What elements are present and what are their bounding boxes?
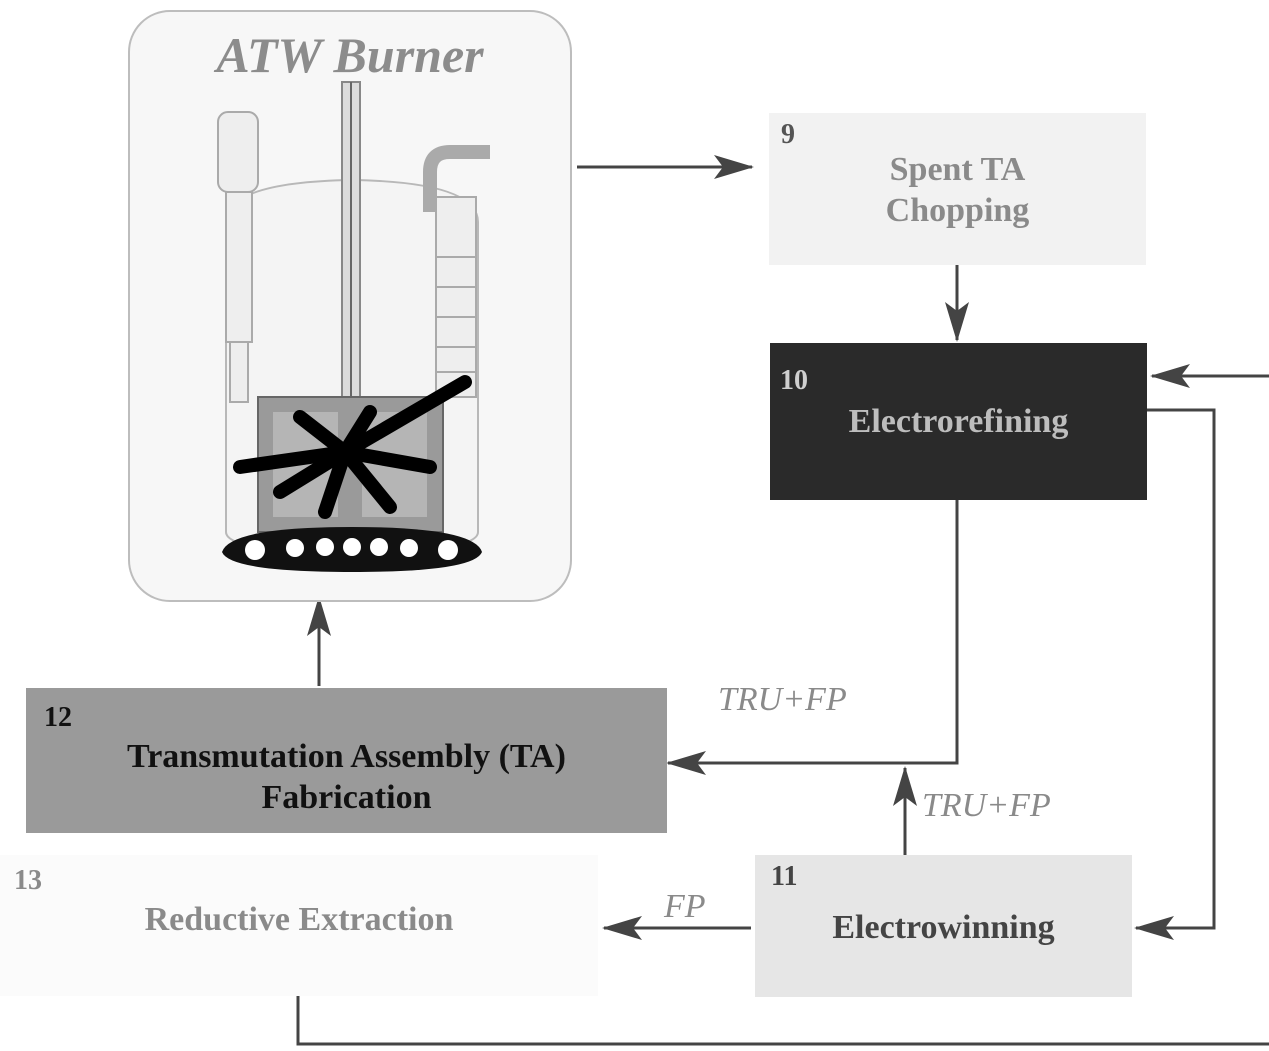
step-13-reductive-extraction: 13 Reductive Extraction [0, 855, 598, 996]
heat-exchanger-pipe [423, 145, 490, 212]
flow-label-tru-fp-upper: TRU+FP [718, 681, 847, 718]
step-number: 12 [44, 702, 72, 733]
step-label-line: Chopping [885, 192, 1030, 230]
burner-title: ATW Burner [216, 27, 484, 83]
step-11-electrowinning: 11 Electrowinning [755, 855, 1132, 997]
step-12-ta-fabrication: 12 Transmutation Assembly (TA) Fabricati… [26, 688, 667, 833]
step-label-line: Electrowinning [832, 909, 1055, 946]
line-extraction-return [296, 996, 1269, 1046]
step-label-line: Reductive Extraction [144, 901, 454, 938]
step-label-line: Electrorefining [848, 403, 1069, 440]
fission-burst [233, 375, 472, 519]
step-number: 10 [780, 365, 808, 396]
step-10-electrorefining: 10 Electrorefining [770, 343, 1147, 500]
step-label-line: Transmutation Assembly (TA) [127, 738, 566, 775]
step-label-line: Spent TA [889, 151, 1026, 188]
step-number: 11 [771, 861, 798, 892]
pump-shaft [225, 191, 253, 343]
step-9-spent-ta-chopping: 9 Spent TA Chopping [769, 113, 1146, 265]
pump-top [217, 111, 259, 193]
heat-exchanger [435, 196, 477, 398]
step-number: 9 [781, 119, 795, 150]
line-electrorefining-to-fabrication [666, 500, 959, 775]
step-number: 13 [14, 865, 42, 896]
pump-base [229, 341, 249, 403]
step-label-line: Fabrication [261, 779, 432, 817]
line-electrorefining-to-electrowinning [1134, 408, 1216, 940]
flow-label-fp: FP [664, 888, 706, 925]
flow-label-tru-fp-lower: TRU+FP [922, 787, 1051, 824]
reactor-illustration [217, 81, 490, 572]
atw-burner-panel: ATW Burner [128, 10, 572, 602]
